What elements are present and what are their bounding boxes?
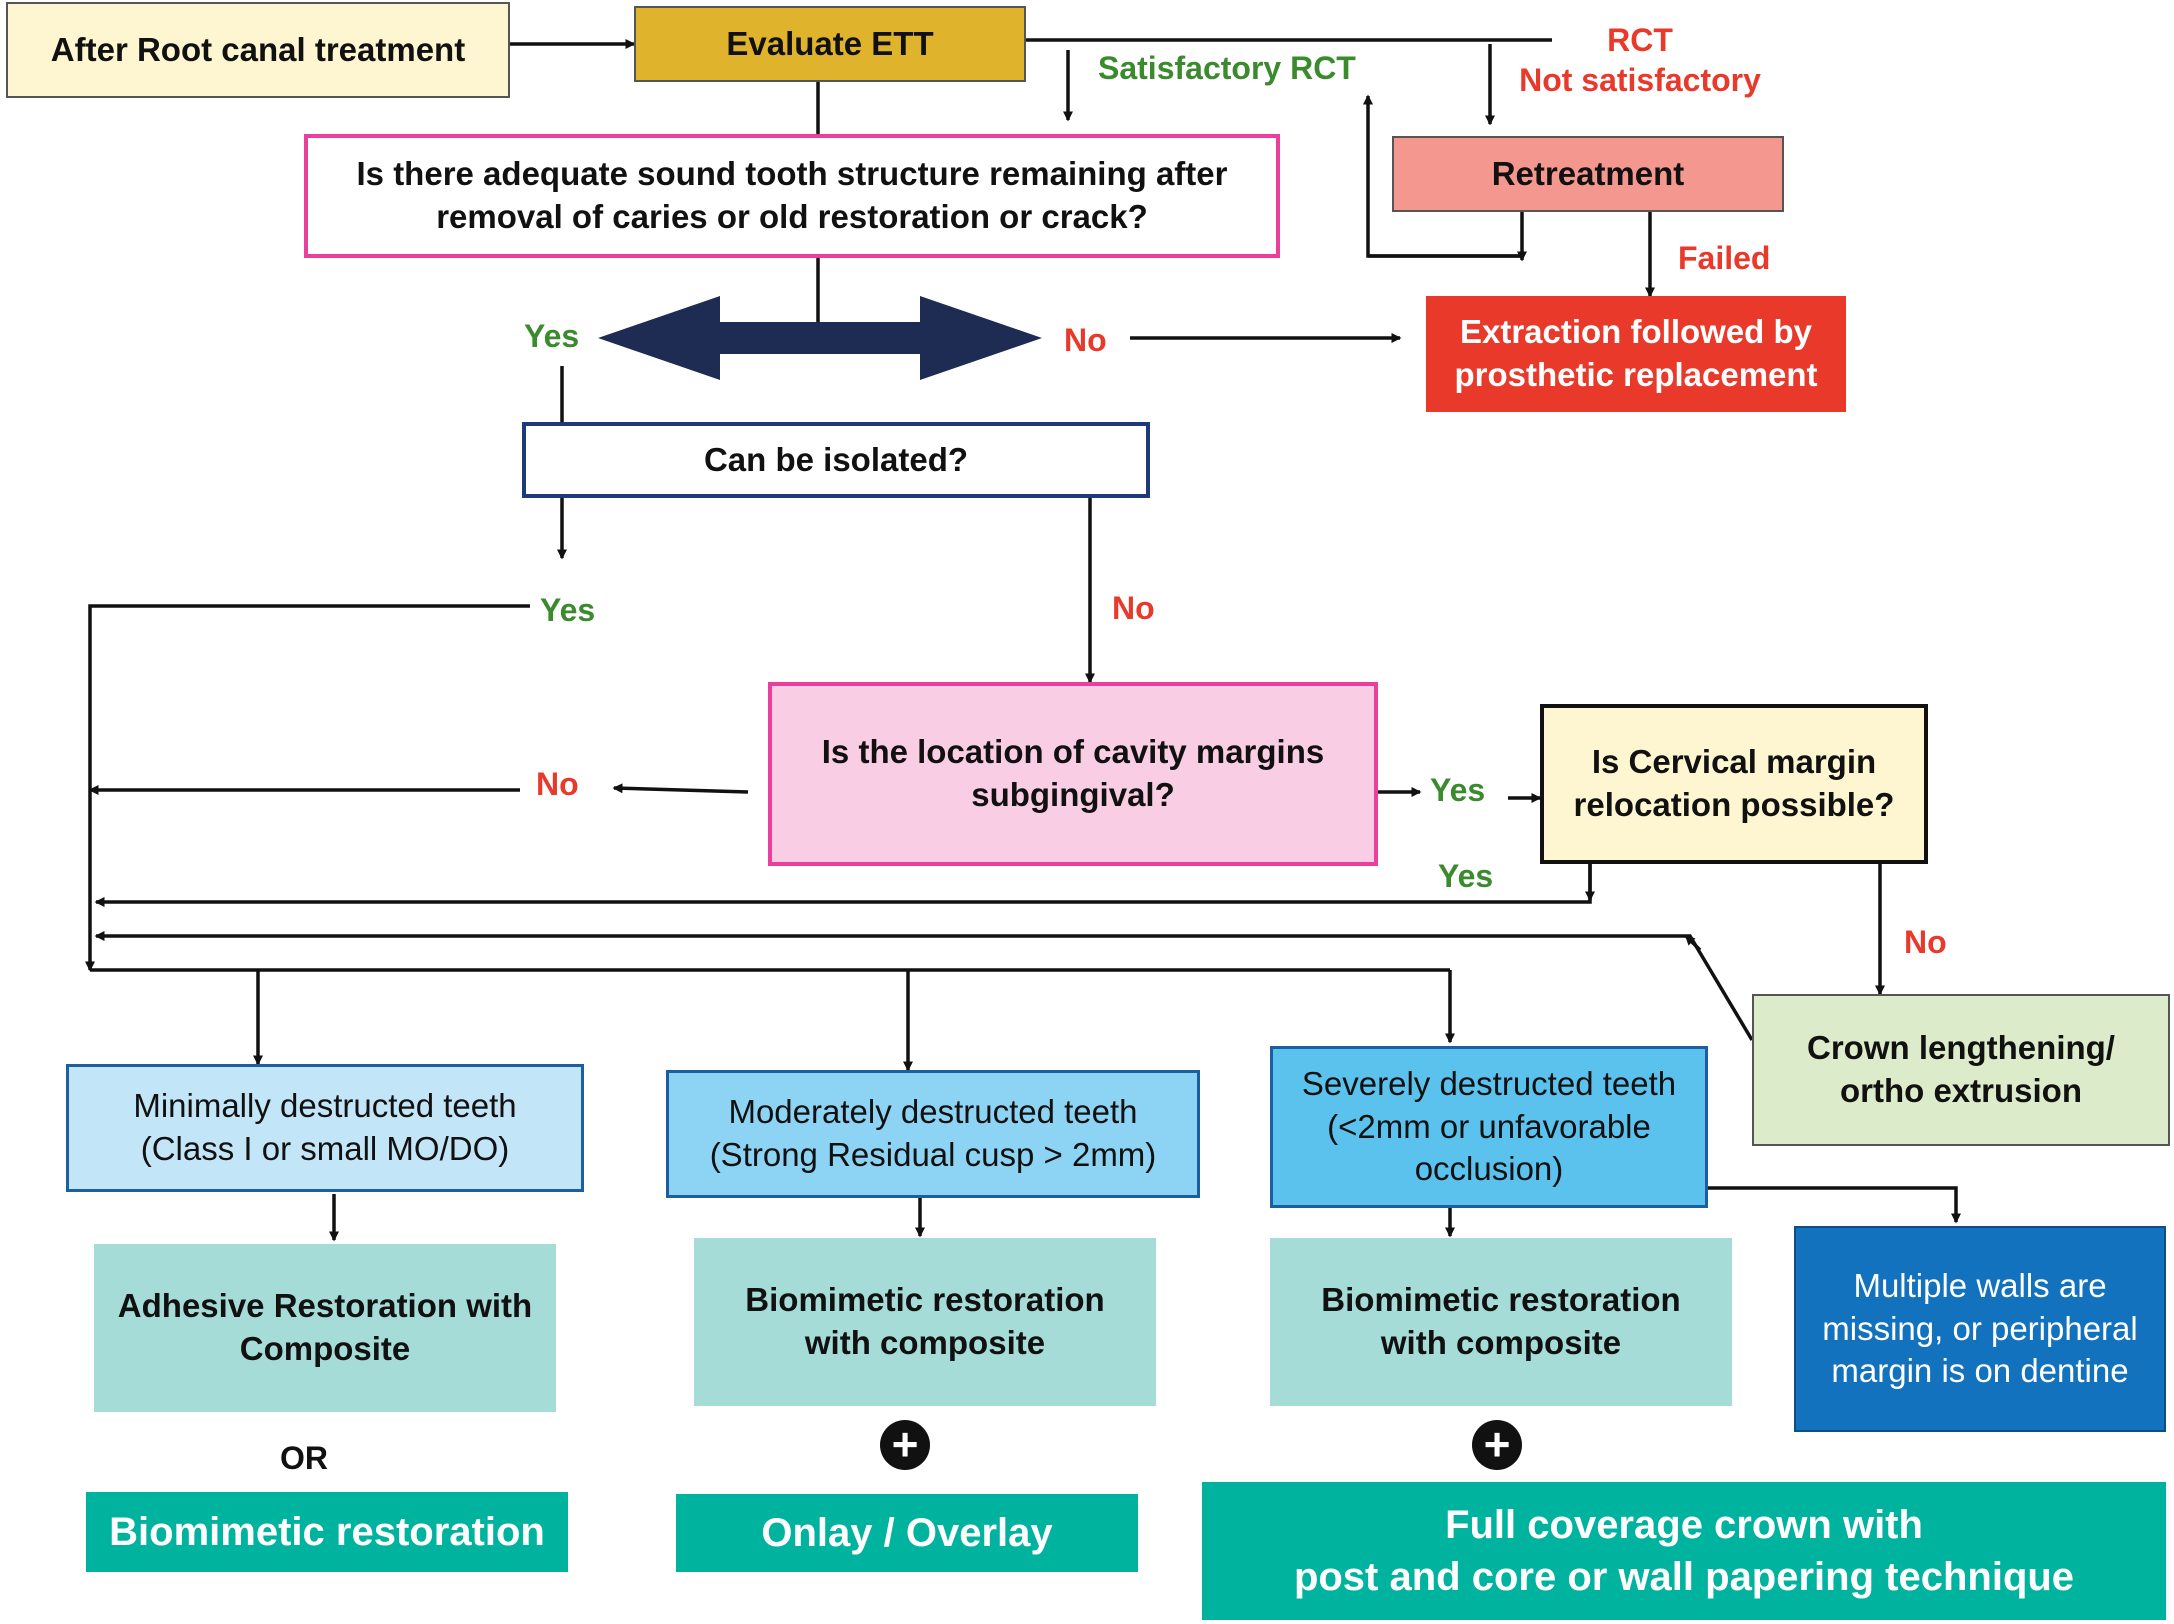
biomimetic-composite-severe-node: Biomimetic restoration with composite xyxy=(1270,1238,1732,1406)
subgingival-no-label: No xyxy=(536,766,579,802)
cervical-yes-label: Yes xyxy=(1438,858,1494,894)
failed-label: Failed xyxy=(1678,240,1771,276)
plus-icon-moderate: + xyxy=(880,1420,930,1470)
isolation-yes-branch-line xyxy=(85,604,530,972)
adhesive-restoration-node: Adhesive Restoration with Composite xyxy=(94,1244,556,1412)
onlay-overlay-node: Onlay / Overlay xyxy=(676,1494,1138,1572)
biomimetic-restoration-node: Biomimetic restoration xyxy=(86,1492,568,1572)
biomimetic-composite-moderate-node: Biomimetic restoration with composite xyxy=(694,1238,1156,1406)
evaluate-ett-node: Evaluate ETT xyxy=(634,6,1026,82)
walls-missing-node: Multiple walls are missing, or periphera… xyxy=(1794,1226,2166,1432)
adequate-yes-label: Yes xyxy=(524,318,580,354)
isolated-no-label: No xyxy=(1112,590,1155,626)
adequate-no-label: No xyxy=(1064,322,1107,358)
retreatment-node: Retreatment xyxy=(1392,136,1784,212)
or-label: OR xyxy=(280,1440,328,1476)
crown-lengthening-node: Crown lengthening/ ortho extrusion xyxy=(1752,994,2170,1146)
minimally-destructed-node: Minimally destructed teeth (Class I or s… xyxy=(66,1064,584,1192)
retreatment-loop-return-arrow xyxy=(1368,251,1527,262)
satisfactory-rct-label: Satisfactory RCT xyxy=(1098,50,1356,86)
yes-no-double-arrow xyxy=(598,296,1042,380)
subgingival-question: Is the location of cavity margins subgin… xyxy=(768,682,1378,866)
moderately-destructed-node: Moderately destructed teeth (Strong Resi… xyxy=(666,1070,1200,1198)
extraction-node: Extraction followed by prosthetic replac… xyxy=(1426,296,1846,412)
cervical-relocation-question: Is Cervical margin relocation possible? xyxy=(1540,704,1928,864)
isolated-yes-label: Yes xyxy=(540,592,596,628)
rct-not-satisfactory-label: RCT Not satisfactory xyxy=(1519,22,1761,98)
subgingival-yes-label: Yes xyxy=(1430,772,1486,808)
severe-to-walls-arrow xyxy=(1708,1186,1961,1224)
severely-destructed-node: Severely destructed teeth (<2mm or unfav… xyxy=(1270,1046,1708,1208)
subgingival-no-arrow-1 xyxy=(612,783,749,794)
start-node: After Root canal treatment xyxy=(6,2,510,98)
full-coverage-crown-node: Full coverage crown with post and core o… xyxy=(1202,1482,2166,1620)
crown-lengthening-return-line xyxy=(94,931,1754,1041)
adequate-structure-question: Is there adequate sound tooth structure … xyxy=(304,134,1280,258)
cervical-no-label: No xyxy=(1904,924,1947,960)
plus-icon-severe: + xyxy=(1472,1420,1522,1470)
isolation-question: Can be isolated? xyxy=(522,422,1150,498)
cervical-yes-return-line xyxy=(94,864,1592,907)
crown-tick xyxy=(1684,934,1702,952)
